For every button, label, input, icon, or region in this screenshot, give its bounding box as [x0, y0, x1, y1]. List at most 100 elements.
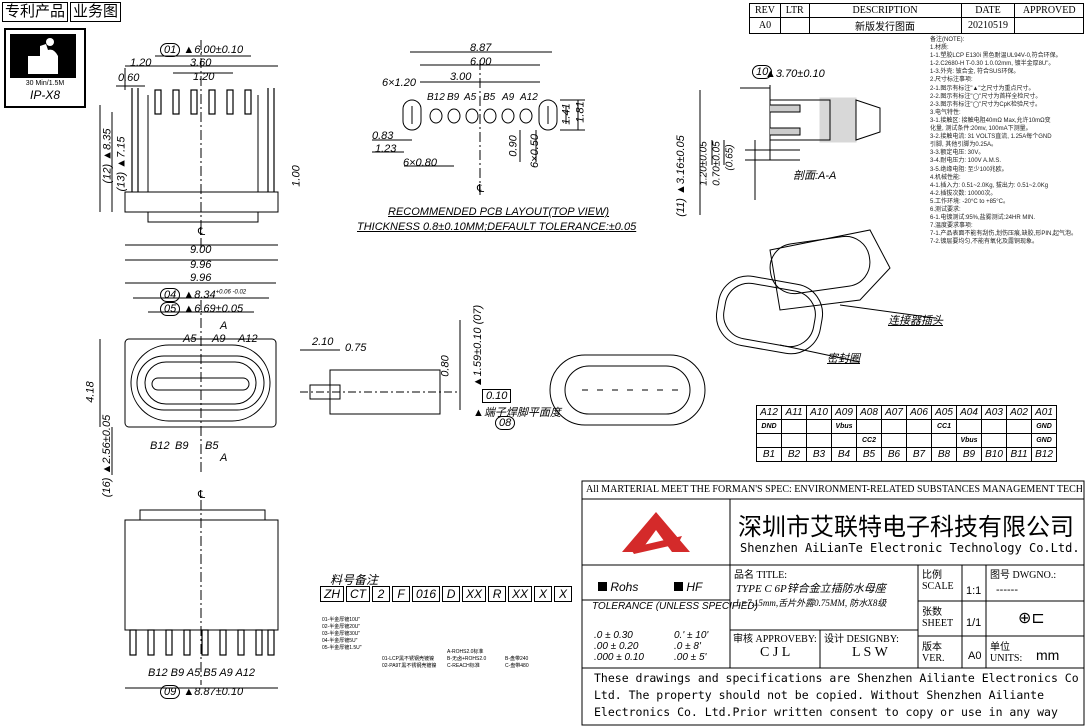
dim-9-00: 9.00 — [190, 244, 212, 256]
part-code-cell: XX — [462, 586, 487, 602]
pcb-dim-0-90: 0.90 — [507, 135, 520, 157]
note-line: 4-2.插拔次数: 10000次。 — [930, 190, 997, 197]
units-label: 单位 UNITS: — [990, 642, 1023, 664]
note-line: 引脚, 其他引脚为0.25A。 — [930, 142, 998, 149]
pinout-cell: A09 — [831, 405, 857, 420]
legend-item: 02-PA9T黑不锈钢壳镀镍 — [382, 663, 437, 669]
pcb-dim-1-41: 1.41 — [560, 103, 573, 125]
dim-3-16: (11) ▲3.16±0.05 — [674, 135, 687, 217]
note-line: 1-3.外壳: 铍合金, 符合SUS环保。 — [930, 69, 1020, 76]
copyright-footer: These drawings and specifications are Sh… — [594, 671, 1079, 719]
dim-7-15: (13) ▲7.15 — [115, 136, 128, 192]
note-line: 6.测试要求: — [930, 206, 961, 213]
note-line: 2-1.图示有标注"▲"之尺寸为重点尺寸。 — [930, 85, 1035, 92]
dim-8-35: (12) ▲8.35 — [101, 128, 114, 184]
centerline-symbol: ℄ — [198, 226, 206, 238]
approved-value — [1014, 17, 1084, 34]
pinout-cell: B6 — [881, 447, 907, 462]
tolerance-row: 0.' ± 10' — [674, 630, 709, 641]
part-code-legend-4: B-盘带240 C-盘带480 — [505, 656, 529, 670]
pcb-dim-0-83: 0.83 — [372, 130, 394, 142]
pinout-cell: B4 — [831, 447, 857, 462]
version-value: A0 — [968, 650, 982, 662]
title-line-1: TYPE C 6P锌合金立插防水母座 — [736, 583, 886, 595]
pinout-cell: Vbus — [956, 433, 982, 448]
pinout-cell: DND — [756, 419, 782, 434]
note-line: 3-5.绝缘电阻: 至少100兆欧。 — [930, 166, 1008, 173]
legend-item: 01-LCP黑不锈钢壳镀镍 — [382, 656, 434, 662]
pinout-cell — [881, 419, 907, 434]
units-value: mm — [1036, 647, 1060, 663]
pcb-layout — [372, 51, 585, 195]
section-marker-a-top: A — [220, 320, 228, 332]
pinout-cell — [781, 419, 807, 434]
note-line: 7.温度要求事项: — [930, 223, 973, 230]
note-line: 1-1.塑胶LCP E130i 黑色耐温UL94V-0,符合环保。 — [930, 53, 1062, 60]
pinout-cell: A06 — [906, 405, 932, 420]
design-label: 设计 DESIGNBY: — [824, 634, 899, 645]
plug-front-view — [549, 354, 706, 426]
note-line: 6-1.电镀测试:95%,盐雾测试:24HR MIN. — [930, 215, 1036, 222]
bottom-pin-labels: B12 B9 A5 B5 A9 A12 — [148, 667, 256, 679]
dwg-value: ------ — [996, 584, 1018, 596]
pinout-cell: A08 — [856, 405, 882, 420]
part-code-legend-3: A-ROHS2.0标准 B-无卤+ROHS2.0 C-REACH标准 — [447, 649, 486, 670]
legend-item: 02-半金厚镀20U" — [322, 624, 361, 630]
part-code-cell: CT — [346, 586, 370, 602]
pinout-cell: A11 — [781, 405, 807, 420]
pinout-cell: A02 — [1006, 405, 1032, 420]
pinout-cell: B7 — [906, 447, 932, 462]
hf-mark: HF — [674, 580, 702, 594]
sheet-label: 张数 SHEET — [922, 607, 954, 629]
part-code-cell: F — [392, 586, 410, 602]
dim-3-60: 3.60 — [190, 57, 212, 69]
tolerance-row: .000 ± 0.10 — [594, 652, 644, 663]
tolerance-title: TOLERANCE (UNLESS SPECIFIED) — [592, 601, 758, 612]
pinout-cell: A10 — [806, 405, 832, 420]
dwg-label: 图号 DWGNO.: — [990, 570, 1057, 581]
part-code-cell: ZH — [320, 586, 344, 602]
pinout-cell — [806, 419, 832, 434]
description-value: 新版发行图面 — [808, 17, 962, 34]
legend-item: 04-半金厚镀5U" — [322, 638, 358, 644]
projection-symbol-icon: ⊕⊏ — [1018, 610, 1045, 627]
pinout-cell — [806, 433, 832, 448]
pinout-cell — [931, 433, 957, 448]
pinout-cell — [1006, 433, 1032, 448]
legend-item: 01-半金厚镀10U" — [322, 617, 361, 623]
tolerance-angular: 0.' ± 10' .0 ± 8' .00 ± 5' — [674, 630, 708, 663]
revision-row: A0 新版发行图面 20210519 — [749, 17, 1084, 34]
legend-item: 03-半金厚镀30U" — [322, 631, 361, 637]
pcb-dim-6-00: 6.00 — [470, 56, 492, 68]
dim-1-20b: 1.20 — [193, 71, 215, 83]
part-code-cell: 2 — [372, 586, 390, 602]
pcb-pin-b9: B9 — [447, 92, 460, 103]
flatness-box: 0.10 — [482, 389, 512, 403]
pinout-cell: CC1 — [931, 419, 957, 434]
note-line: 3-3.额定电压: 30V。 — [930, 150, 985, 157]
part-code-cell: 016 — [412, 586, 441, 602]
pcb-pin-a5: A5 — [464, 92, 477, 103]
front-pin-a5: A5 — [183, 333, 197, 345]
note-line: 5.工作环境: -20°C to +85°C。 — [930, 198, 1009, 205]
part-code-legend: 01-半金厚镀10U" 02-半金厚镀20U" 03-半金厚镀30U" 04-半… — [322, 617, 362, 652]
sheet-value: 1/1 — [966, 617, 982, 629]
pinout-cell — [981, 419, 1007, 434]
dim-callout-01: 01 ▲6.00±0.10 — [160, 43, 243, 57]
note-line: 备注(NOTE): — [930, 37, 965, 43]
pinout-cell — [856, 419, 882, 434]
dim-2-10: 2.10 — [312, 336, 334, 348]
pcb-pin-a9: A9 — [502, 92, 515, 103]
pinout-cell: B12 — [1031, 447, 1057, 462]
standard-statement: All MARTERIAL MEET THE FORMAN'S SPEC: EN… — [586, 484, 1082, 495]
pinout-cell — [881, 433, 907, 448]
dim-0-70-sec: 0.70±0.05 — [711, 141, 723, 186]
pcb-centerline: ℄ — [477, 183, 485, 195]
date-value: 20210519 — [960, 17, 1016, 34]
scale-label: 比例 SCALE — [922, 570, 954, 592]
part-code-cell: X — [554, 586, 573, 602]
front-view — [99, 282, 277, 475]
